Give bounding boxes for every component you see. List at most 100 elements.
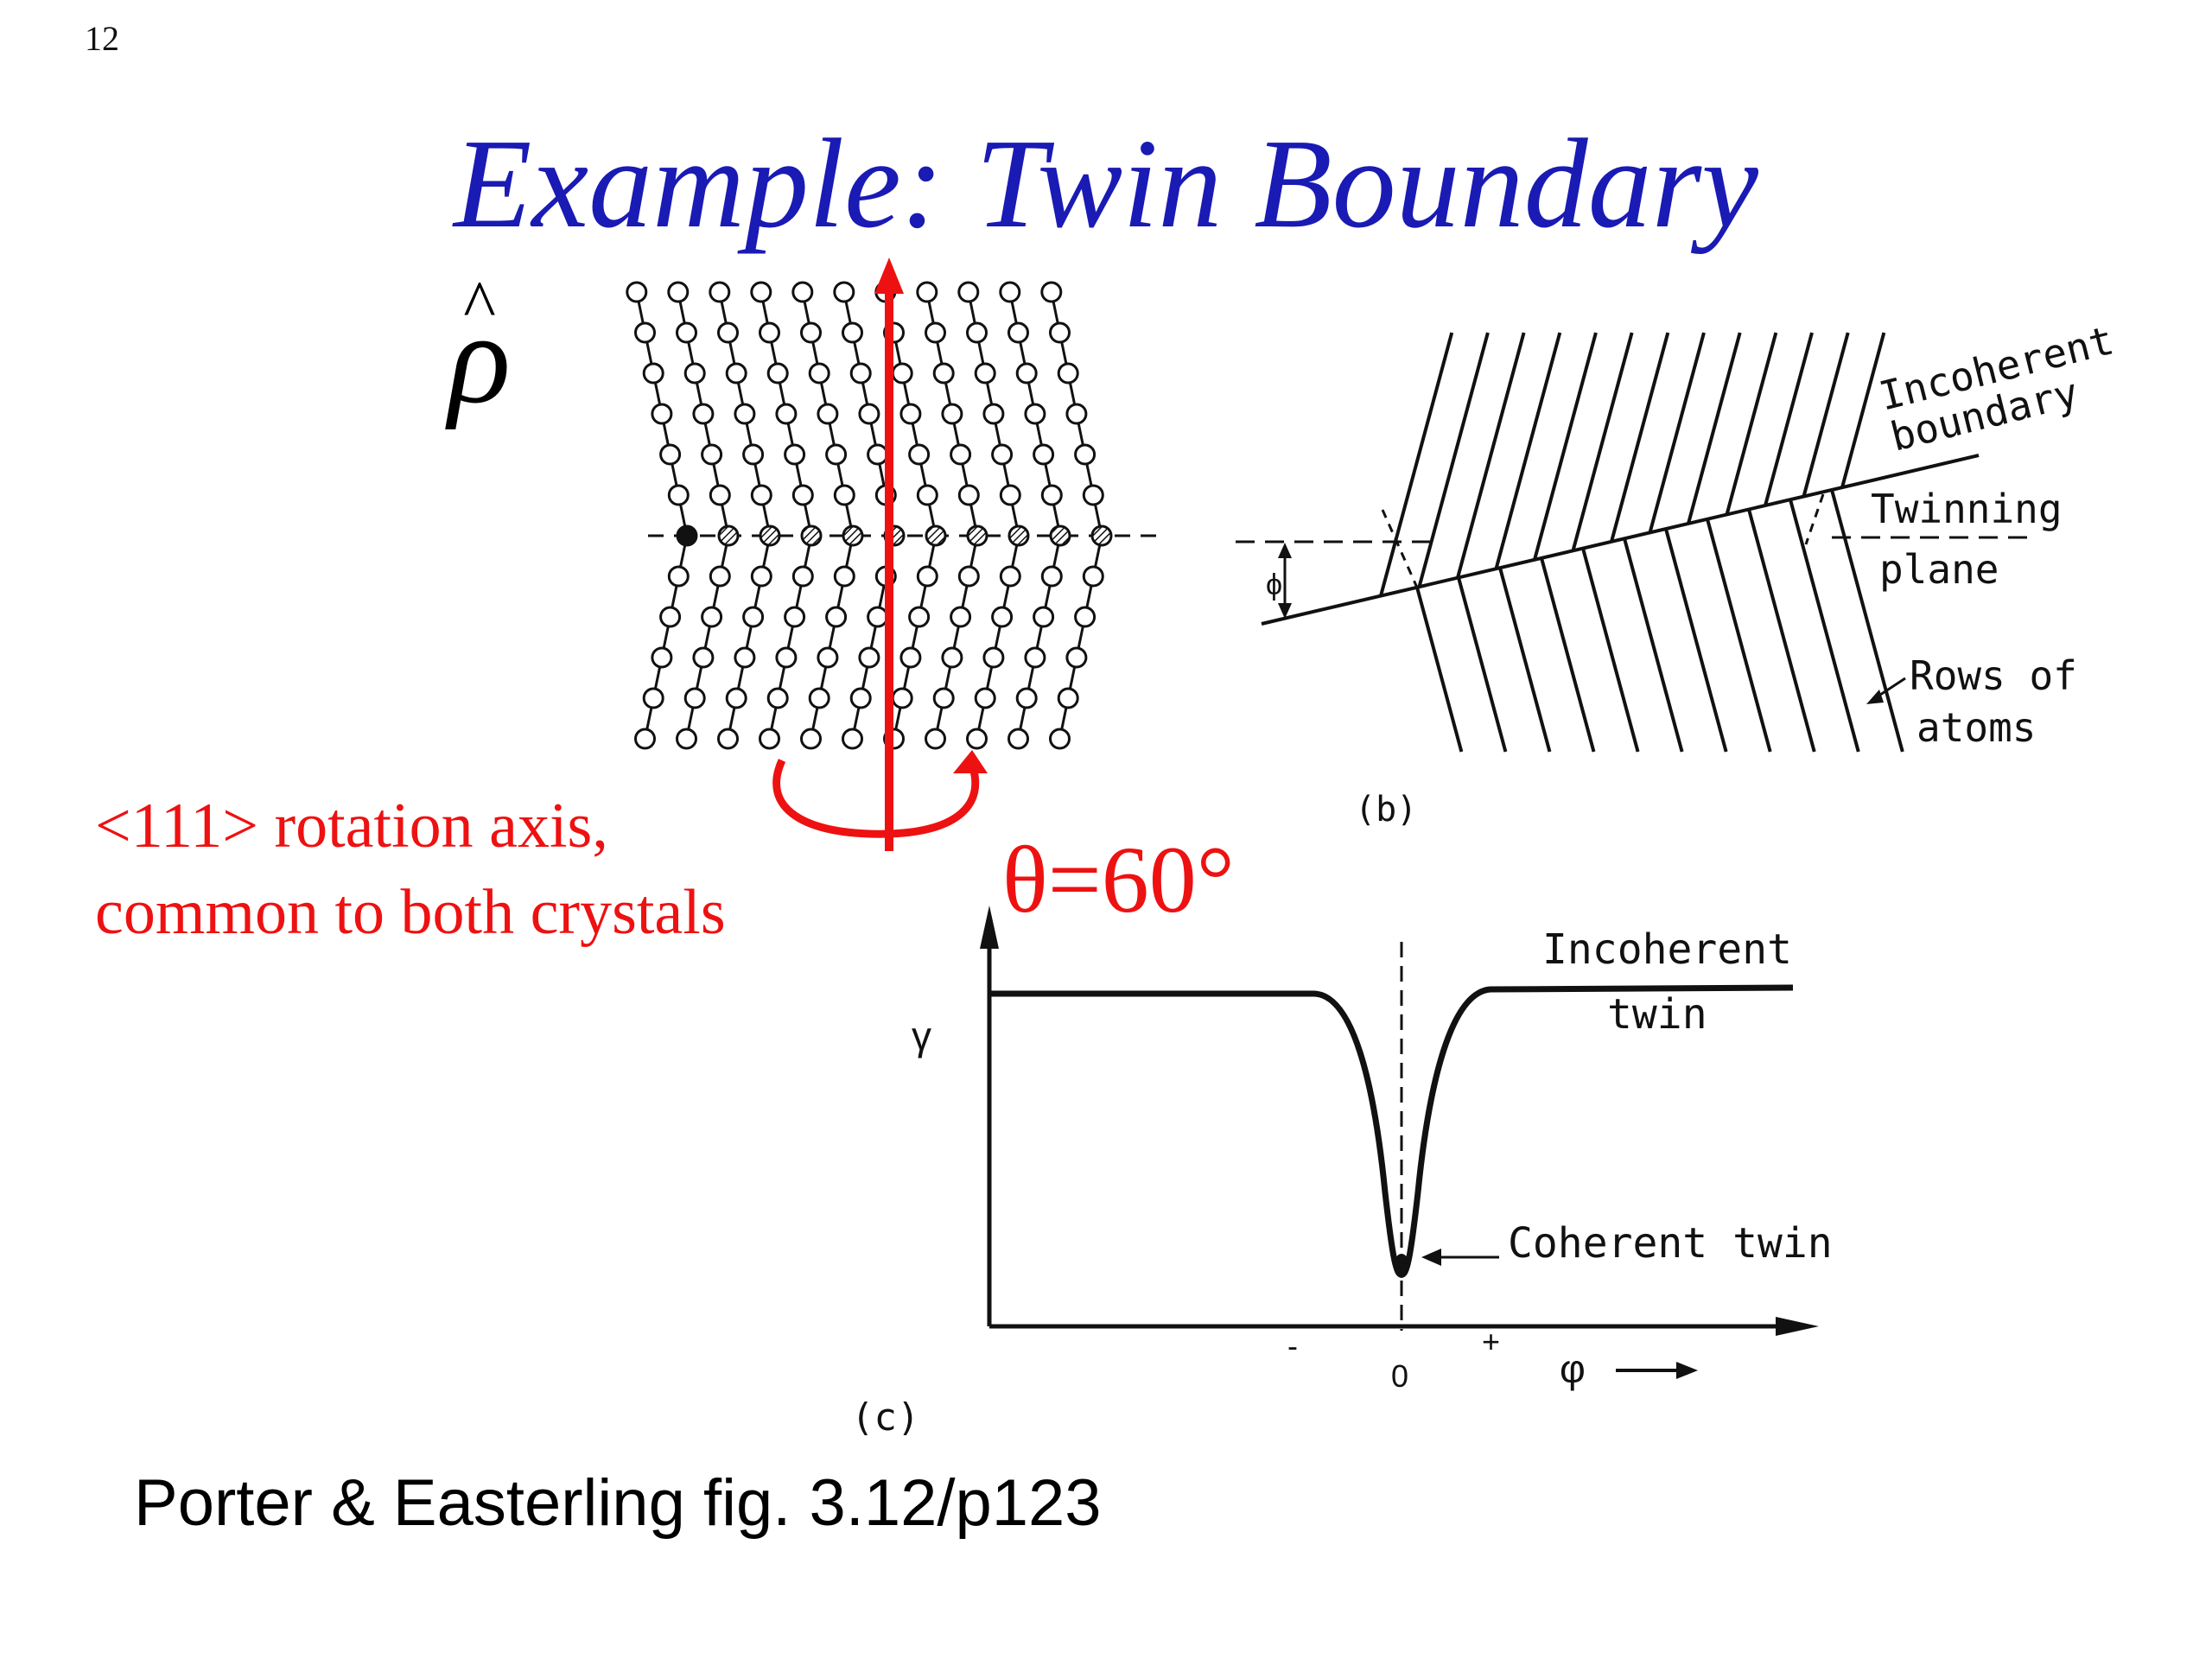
lattice-atom <box>891 687 913 709</box>
lattice-atom <box>941 403 963 425</box>
lattice-atom <box>932 362 955 385</box>
lattice-row-line <box>925 291 979 740</box>
lattice-atom <box>725 362 747 385</box>
lattice-atom <box>709 565 731 588</box>
lattice-atom <box>899 646 922 669</box>
lattice-atom <box>1065 646 1088 669</box>
x-axis-label-arrowhead <box>1676 1362 1698 1379</box>
twin-plane-atom <box>842 524 864 547</box>
twin-boundary-schematic: ϕ Incoherent boundary Twinning plane Row… <box>1236 316 2118 830</box>
lattice-atom <box>916 565 938 588</box>
lattice-atom <box>1040 484 1063 506</box>
incoherent-twin-label-line1: Incoherent <box>1542 925 1792 974</box>
lattice-atom <box>667 484 690 506</box>
lattice-atom <box>775 646 798 669</box>
lattice-atom <box>766 362 789 385</box>
lattice-atom <box>734 403 756 425</box>
lattice-atom <box>692 646 715 669</box>
lattice-atom <box>808 362 830 385</box>
lattice-atom <box>941 646 963 669</box>
atom-row-lower <box>1540 557 1596 753</box>
rows-of-atoms-label-line1: Rows of <box>1910 652 2077 699</box>
atom-row-upper <box>1802 332 1850 498</box>
lattice-atom <box>750 484 772 506</box>
coherent-twin-cusp <box>1394 1254 1409 1278</box>
lattice-atom <box>634 728 656 750</box>
lattice-atom <box>991 606 1014 628</box>
lattice-atom <box>858 403 880 425</box>
rotation-hat: ^ <box>463 268 496 344</box>
lattice-atom <box>891 362 913 385</box>
lattice-atom <box>709 484 731 506</box>
lattice-atom <box>791 565 814 588</box>
twin-plane-atom <box>800 524 823 547</box>
twinning-plane-line <box>1261 454 1980 626</box>
lattice-atom <box>842 728 863 750</box>
rotation-operator-symbol: ^ ρ <box>445 268 511 430</box>
lattice-atom <box>742 443 765 466</box>
lattice-atom <box>1074 606 1096 628</box>
lattice-atom <box>1024 646 1046 669</box>
lattice-atom <box>791 281 814 303</box>
lattice-atom <box>833 484 855 506</box>
lattice-row-line <box>801 291 855 740</box>
citation: Porter & Easterling fig. 3.12/p123 <box>134 1466 1102 1540</box>
lattice-atom <box>709 281 731 303</box>
rotation-arc-arrowhead <box>953 750 988 773</box>
lattice-atom <box>626 281 648 303</box>
lattice-atom <box>974 362 996 385</box>
lattice-atom <box>916 281 938 303</box>
lattice-atom <box>833 281 855 303</box>
lattice-atom <box>734 646 756 669</box>
lattice-atom <box>925 321 946 344</box>
lattice-atom <box>766 687 789 709</box>
lattice-atom <box>925 728 946 750</box>
lattice-row-line <box>760 291 813 740</box>
atom-row-upper <box>1494 332 1562 569</box>
incoherent-step-right <box>1804 493 1825 545</box>
lattice-atom <box>858 646 880 669</box>
lattice-atom <box>1057 362 1079 385</box>
atom-row-lower <box>1747 508 1816 753</box>
lattice-atom <box>759 728 780 750</box>
lattice-atom <box>1082 484 1104 506</box>
figure-c-caption: (c) <box>851 1395 919 1440</box>
lattice-atom <box>659 606 682 628</box>
lattice-atom <box>750 565 772 588</box>
y-axis-arrowhead <box>980 906 999 949</box>
coherent-twin-label: Coherent twin <box>1508 1219 1833 1268</box>
atom-row-lower <box>1789 499 1860 753</box>
lattice-atom <box>1049 321 1071 344</box>
atom-row-lower <box>1623 537 1684 753</box>
atom-row-upper <box>1648 332 1706 533</box>
twin-plane-atom <box>966 524 988 547</box>
lattice-atom <box>991 443 1014 466</box>
lattice-atom <box>974 687 996 709</box>
lattice-atom <box>999 281 1021 303</box>
rotation-axis-caption-line1: <111> rotation axis, <box>95 791 608 861</box>
lattice-atom <box>1074 443 1096 466</box>
lattice-atom <box>833 565 855 588</box>
lattice-atom <box>1082 565 1104 588</box>
lattice-row-line <box>635 291 689 740</box>
lattice-atom <box>957 565 980 588</box>
lattice-atom <box>784 606 806 628</box>
twin-plane-atom <box>925 524 947 547</box>
atom-row-lower <box>1457 576 1508 753</box>
lattice-atom <box>1024 403 1046 425</box>
twin-plane-atom <box>1090 524 1113 547</box>
lattice-atom <box>742 606 765 628</box>
lattice-atom <box>849 687 872 709</box>
lattice-atom <box>849 362 872 385</box>
lattice-atom <box>683 362 706 385</box>
lattice-row-line <box>677 291 730 740</box>
lattice-atom <box>791 484 814 506</box>
lattice-atom <box>775 403 798 425</box>
coherent-pointer-arrowhead <box>1421 1249 1441 1266</box>
lattice-atom <box>717 728 739 750</box>
atom-row-upper <box>1687 332 1742 524</box>
atom-row-upper <box>1840 332 1886 488</box>
atom-row-lower <box>1706 518 1772 753</box>
lattice-atom <box>999 565 1021 588</box>
lattice-atom <box>899 403 922 425</box>
